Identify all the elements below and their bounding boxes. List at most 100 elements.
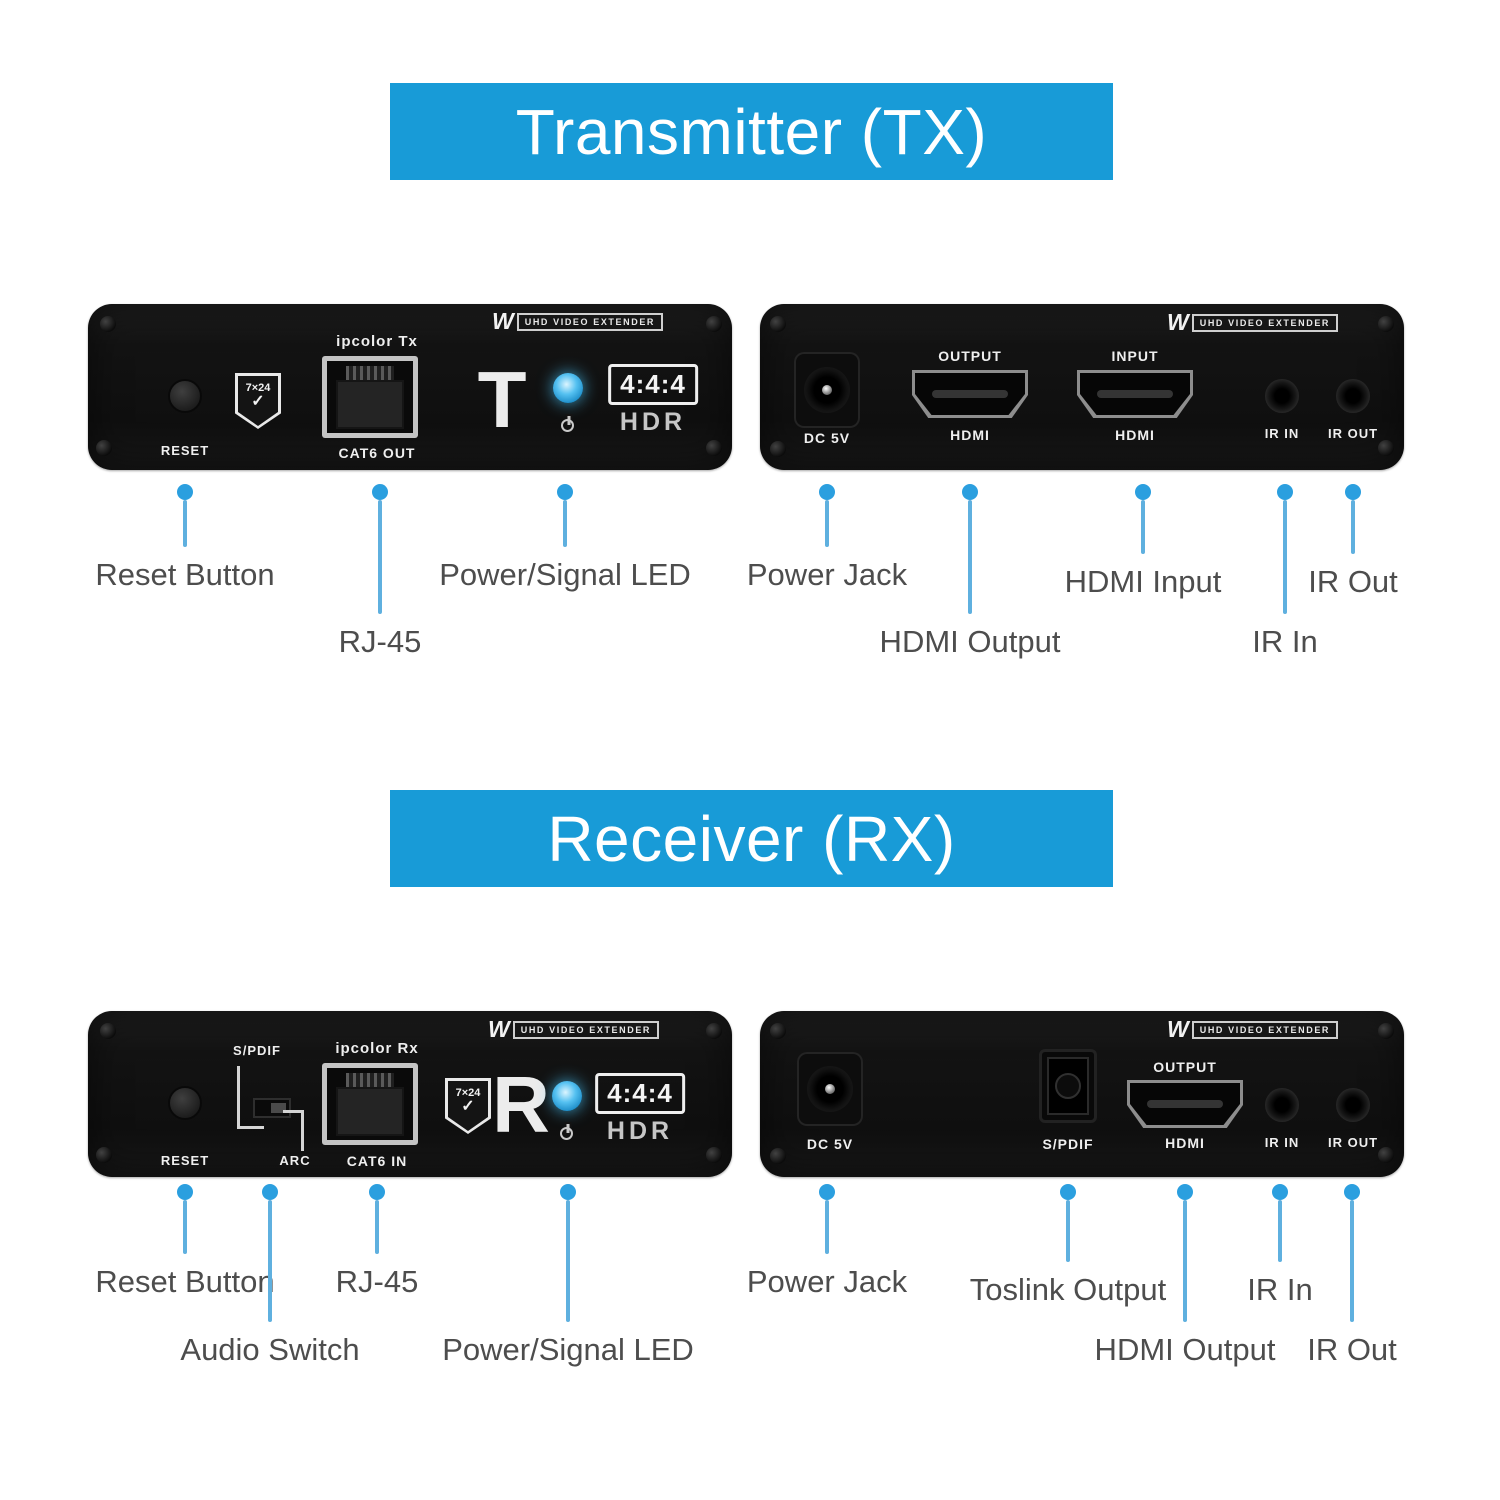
callout-dot [177, 484, 193, 500]
hdmi-bottom-label: HDMI [1165, 1135, 1205, 1151]
callout-dot [819, 484, 835, 500]
reset-button [168, 1086, 202, 1120]
callout-label: IR In [1247, 1272, 1313, 1307]
7x24-shield-icon: 7×24 ✓ [445, 1078, 491, 1134]
callout-line [1183, 1200, 1187, 1322]
callout-label: HDMI Output [879, 624, 1061, 659]
tx-front-panel: RESET 7×24 ✓ ipcolor Tx CAT6 OUT T 4:4:4… [88, 304, 732, 470]
callout-label: HDMI Output [1094, 1332, 1276, 1367]
dc-label: DC 5V [803, 430, 851, 446]
ir-in-label: IR IN [1264, 426, 1300, 441]
brand-logo: W UHD VIDEO EXTENDER [1167, 309, 1339, 335]
shield-text: 7×24 [455, 1087, 481, 1099]
callout-label: Power/Signal LED [442, 1332, 694, 1367]
chroma-badge: 4:4:4 [608, 364, 698, 405]
callout-label: IR Out [1308, 564, 1398, 599]
callout-line [268, 1200, 272, 1322]
hdmi-input-bottom-label: HDMI [1115, 427, 1155, 443]
callout-line [566, 1200, 570, 1322]
hdmi-top-label: OUTPUT [1153, 1059, 1217, 1075]
hdmi-input-top-label: INPUT [1111, 348, 1159, 364]
spdif-label: S/PDIF [233, 1043, 281, 1058]
audio-switch [253, 1098, 291, 1118]
callout-dot [819, 1184, 835, 1200]
7x24-shield-icon: 7×24 ✓ [235, 373, 281, 429]
brand-logo: W UHD VIDEO EXTENDER [1167, 1018, 1339, 1041]
callout-label: Reset Button [95, 557, 275, 592]
callout-label: Power Jack [746, 557, 908, 592]
hdmi-output-port [1127, 1080, 1243, 1128]
rj45-top-label: ipcolor Rx [335, 1040, 419, 1057]
screw-icon [706, 1023, 722, 1039]
rj45-bottom-label: CAT6 IN [346, 1153, 408, 1169]
check-icon: ✓ [251, 393, 265, 410]
hdmi-output-port [912, 370, 1028, 418]
callout-dot [1272, 1184, 1288, 1200]
callout-label: IR In [1252, 624, 1318, 659]
callout-line [375, 1200, 379, 1254]
screw-icon [96, 440, 112, 456]
rx-back-panel: DC 5V S/PDIF OUTPUT HDMI IR IN IR OUT W … [760, 1011, 1404, 1177]
reset-label: RESET [160, 443, 210, 458]
ir-in-jack [1265, 379, 1299, 413]
hdr-label: HDR [606, 1117, 674, 1145]
arc-bracket-line [283, 1110, 304, 1151]
hdr-label: HDR [619, 408, 687, 436]
callout-dot [1177, 1184, 1193, 1200]
dc-label: DC 5V [806, 1136, 854, 1152]
rj45-top-label: ipcolor Tx [336, 333, 418, 350]
brand-w-icon: W [1167, 309, 1189, 335]
hdmi-output-top-label: OUTPUT [938, 348, 1002, 364]
callout-label: RJ-45 [338, 624, 422, 659]
brand-text: UHD VIDEO EXTENDER [1191, 1020, 1339, 1039]
callout-line [825, 500, 829, 547]
power-jack [794, 352, 860, 428]
ir-in-jack [1265, 1088, 1299, 1122]
power-signal-led [553, 373, 583, 403]
callout-label: Audio Switch [180, 1332, 360, 1367]
toslink-label: S/PDIF [1042, 1136, 1094, 1152]
callout-line [968, 500, 972, 614]
callout-line [1066, 1200, 1070, 1262]
rx-front-panel: RESET S/PDIF ARC ipcolor Rx CAT6 IN 7×24… [88, 1011, 732, 1177]
callout-line [183, 1200, 187, 1254]
rj45-port [322, 356, 418, 438]
callout-line [563, 500, 567, 547]
callout-dot [1060, 1184, 1076, 1200]
ir-out-label: IR OUT [1327, 426, 1379, 441]
screw-icon [100, 1023, 116, 1039]
screw-icon [1378, 440, 1394, 456]
rj45-port [322, 1063, 418, 1145]
brand-w-icon: W [492, 308, 514, 334]
tx-logo-letter: T [477, 355, 527, 444]
screw-icon [1378, 1023, 1394, 1039]
brand-text: UHD VIDEO EXTENDER [512, 1020, 660, 1039]
screw-icon [1378, 1147, 1394, 1163]
callout-line [1351, 500, 1355, 554]
callout-label: IR Out [1307, 1332, 1397, 1367]
callout-line [1278, 1200, 1282, 1262]
transmitter-banner: Transmitter (TX) [390, 83, 1113, 180]
ir-out-label: IR OUT [1327, 1135, 1379, 1150]
power-icon [561, 416, 576, 432]
screw-icon [1378, 316, 1394, 332]
rj45-bottom-label: CAT6 OUT [338, 445, 416, 461]
power-signal-led [552, 1081, 582, 1111]
toslink-port [1039, 1049, 1097, 1123]
chroma-badge: 4:4:4 [595, 1073, 685, 1114]
power-jack [797, 1052, 863, 1126]
callout-label: Power/Signal LED [439, 557, 691, 592]
callout-line [825, 1200, 829, 1254]
shield-text: 7×24 [245, 382, 271, 394]
callout-label: RJ-45 [335, 1264, 419, 1299]
callout-dot [1277, 484, 1293, 500]
screw-icon [770, 316, 786, 332]
brand-logo: W UHD VIDEO EXTENDER [488, 1018, 660, 1041]
power-icon [560, 1124, 575, 1140]
callout-line [1141, 500, 1145, 554]
screw-icon [770, 1148, 786, 1164]
callout-dot [1345, 484, 1361, 500]
brand-logo: W UHD VIDEO EXTENDER [492, 308, 664, 334]
rx-logo-letter: R [492, 1060, 550, 1149]
